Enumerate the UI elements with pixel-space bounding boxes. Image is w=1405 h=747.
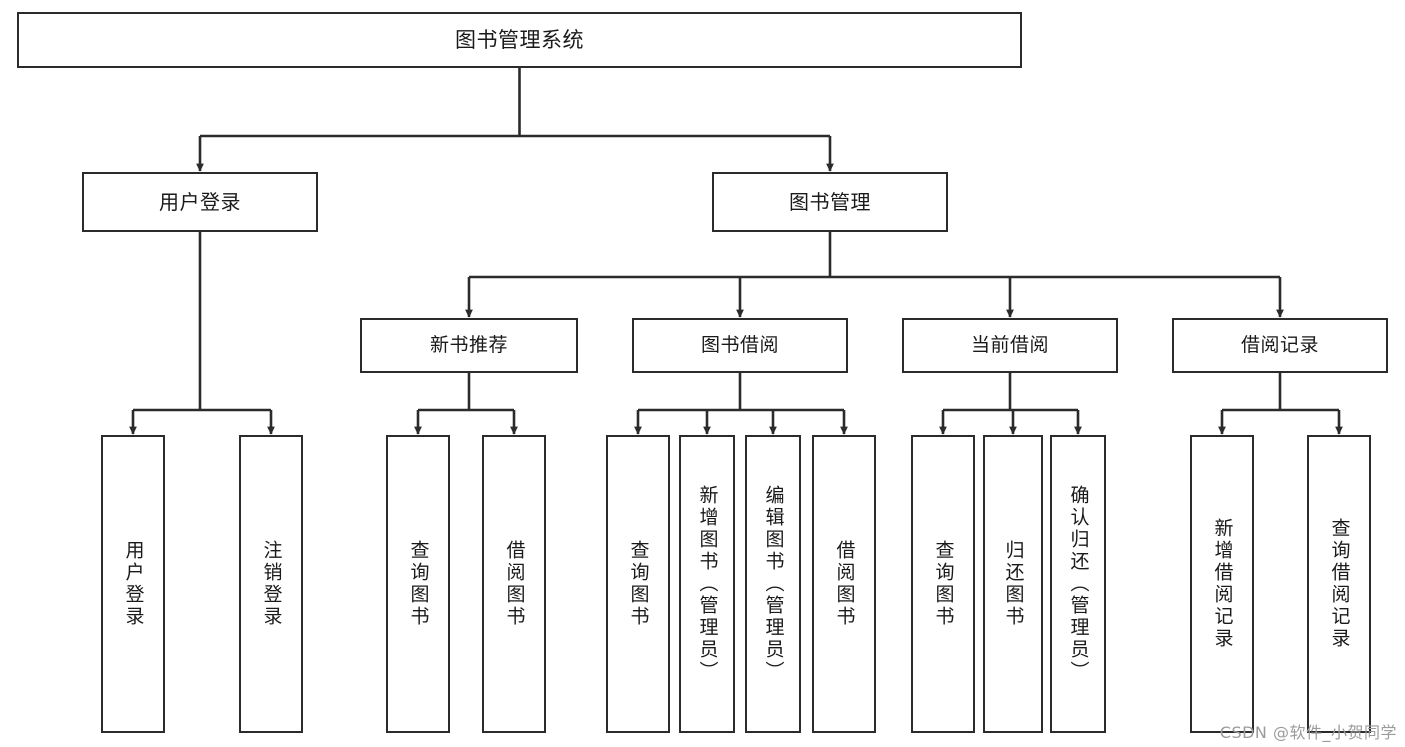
node-leaf_query_book_2[interactable]: 查询图书 bbox=[606, 435, 670, 733]
node-label: 查询图书 bbox=[627, 540, 650, 628]
node-label: 借阅图书 bbox=[833, 540, 856, 628]
node-new_book_rec[interactable]: 新书推荐 bbox=[360, 318, 578, 373]
node-leaf_user_logout[interactable]: 注销登录 bbox=[239, 435, 303, 733]
node-borrow_record[interactable]: 借阅记录 bbox=[1172, 318, 1388, 373]
node-root[interactable]: 图书管理系统 bbox=[17, 12, 1022, 68]
node-label: 图书管理 bbox=[789, 189, 871, 214]
node-current_borrow[interactable]: 当前借阅 bbox=[902, 318, 1118, 373]
node-label: 借阅记录 bbox=[1240, 333, 1319, 356]
node-leaf_user_login[interactable]: 用户登录 bbox=[101, 435, 165, 733]
watermark-label: CSDN @软件_小贺同学 bbox=[1219, 723, 1397, 742]
node-label: 图书管理系统 bbox=[455, 27, 584, 52]
node-book_borrow[interactable]: 图书借阅 bbox=[632, 318, 848, 373]
node-label: 用户登录 bbox=[122, 540, 145, 628]
node-leaf_query_book_1[interactable]: 查询图书 bbox=[386, 435, 450, 733]
node-leaf_return_book[interactable]: 归还图书 bbox=[983, 435, 1043, 733]
node-user_login[interactable]: 用户登录 bbox=[82, 172, 318, 232]
node-leaf_add_book[interactable]: 新增图书（管理员） bbox=[679, 435, 735, 733]
node-label: 当前借阅 bbox=[970, 333, 1049, 356]
node-book_manage[interactable]: 图书管理 bbox=[712, 172, 948, 232]
node-label: 图书借阅 bbox=[700, 333, 779, 356]
node-label: 注销登录 bbox=[260, 540, 283, 628]
node-label: 查询图书 bbox=[932, 540, 955, 628]
node-label: 查询借阅记录 bbox=[1328, 518, 1351, 650]
node-label: 用户登录 bbox=[159, 189, 241, 214]
node-label: 借阅图书 bbox=[503, 540, 526, 628]
node-label: 确认归还（管理员） bbox=[1067, 485, 1090, 683]
node-label: 新书推荐 bbox=[429, 333, 508, 356]
node-leaf_query_record[interactable]: 查询借阅记录 bbox=[1307, 435, 1371, 733]
node-leaf_add_record[interactable]: 新增借阅记录 bbox=[1190, 435, 1254, 733]
node-label: 编辑图书（管理员） bbox=[762, 485, 785, 683]
node-leaf_edit_book[interactable]: 编辑图书（管理员） bbox=[745, 435, 801, 733]
node-leaf_borrow_book_2[interactable]: 借阅图书 bbox=[812, 435, 876, 733]
node-label: 归还图书 bbox=[1002, 540, 1025, 628]
node-label: 新增图书（管理员） bbox=[696, 485, 719, 683]
node-leaf_borrow_book_1[interactable]: 借阅图书 bbox=[482, 435, 546, 733]
node-label: 查询图书 bbox=[407, 540, 430, 628]
node-leaf_query_book_3[interactable]: 查询图书 bbox=[911, 435, 975, 733]
node-leaf_confirm_return[interactable]: 确认归还（管理员） bbox=[1050, 435, 1106, 733]
node-label: 新增借阅记录 bbox=[1211, 518, 1234, 650]
